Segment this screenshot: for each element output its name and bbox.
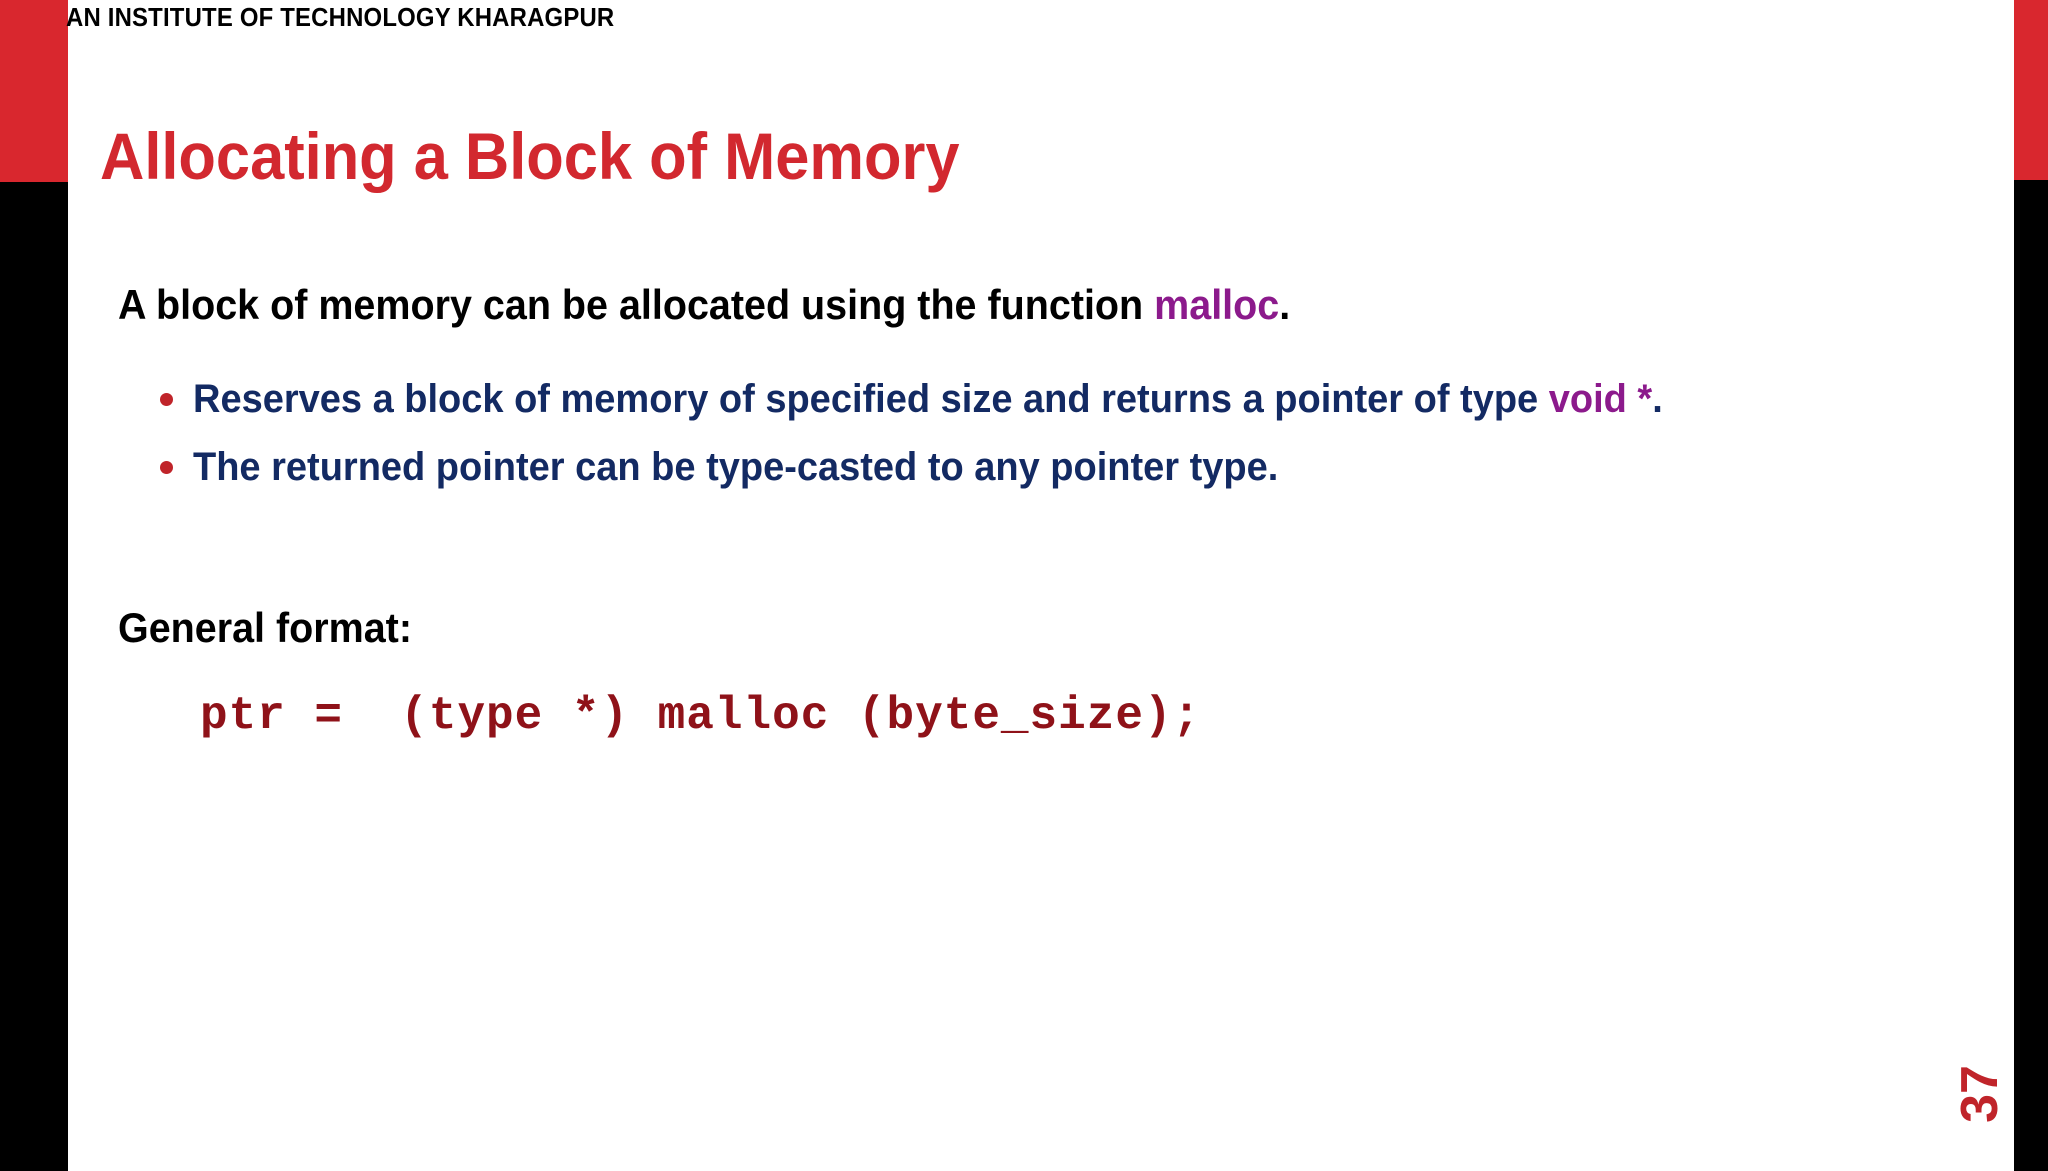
bullet-list: Reserves a block of memory of specified …: [160, 374, 1860, 510]
list-item-text: Reserves a block of memory of specified …: [193, 374, 1663, 424]
page-number: 37: [1950, 1039, 2010, 1149]
list-item: The returned pointer can be type-casted …: [160, 442, 1860, 492]
institute-header: AN INSTITUTE OF TECHNOLOGY KHARAGPUR: [66, 2, 615, 32]
list-item: Reserves a block of memory of specified …: [160, 374, 1860, 424]
list-item-text: The returned pointer can be type-casted …: [193, 442, 1278, 492]
lead-text-before: A block of memory can be allocated using…: [118, 281, 1155, 328]
bullet-1-text-before: Reserves a block of memory of specified …: [193, 377, 1549, 421]
bullet-1-keyword-void-pointer: void *: [1548, 377, 1653, 421]
bullet-2-text-before: The returned pointer can be type-casted …: [193, 445, 1279, 489]
bullet-1-text-after: .: [1652, 377, 1663, 421]
bullet-dot-icon: [160, 461, 173, 474]
code-syntax-line: ptr = (type *) malloc (byte_size);: [200, 690, 1202, 742]
decor-band-red-right: [2014, 0, 2048, 180]
general-format-label: General format:: [118, 604, 412, 651]
lead-text-after: .: [1279, 281, 1291, 328]
decor-band-black-right: [2014, 180, 2048, 1171]
lead-statement: A block of memory can be allocated using…: [118, 281, 1290, 329]
lead-keyword-malloc: malloc: [1154, 281, 1280, 328]
decor-band-red-left: [0, 0, 68, 182]
page-number-value: 37: [1951, 1065, 2009, 1123]
bullet-dot-icon: [160, 393, 173, 406]
decor-band-black-left: [0, 182, 68, 1171]
page-title: Allocating a Block of Memory: [100, 119, 960, 194]
